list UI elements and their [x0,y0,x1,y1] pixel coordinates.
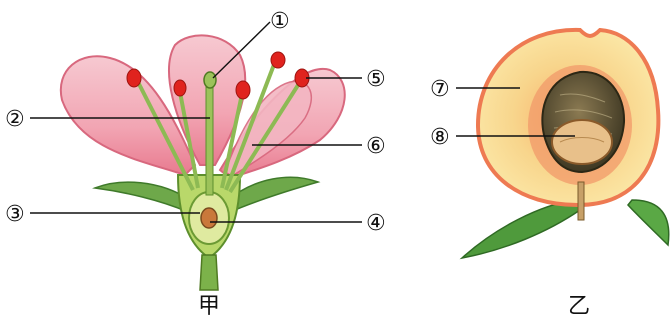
style [206,85,213,195]
label-5: ⑤ [366,67,386,92]
label-8: ⑧ [430,125,450,150]
label-1: ① [270,9,290,34]
caption-jia: 甲 [198,294,220,319]
stigma [204,72,216,88]
flower-stem [200,255,218,290]
sepal-left [95,182,190,212]
leaf-right [628,200,669,245]
label-2: ② [5,107,25,132]
leaf-left [462,200,580,258]
label-7: ⑦ [430,77,450,102]
flower-section: ① ② ③ ④ ⑤ ⑥ 甲 [5,9,386,319]
label-6: ⑥ [366,134,386,159]
ovule [201,208,217,228]
fruit-section: ⑦ ⑧ 乙 [430,30,669,319]
label-4: ④ [366,211,386,236]
label-3: ③ [5,202,25,227]
caption-yi: 乙 [568,294,590,319]
sepal-right [228,177,318,212]
fruit-stalk [578,182,584,220]
